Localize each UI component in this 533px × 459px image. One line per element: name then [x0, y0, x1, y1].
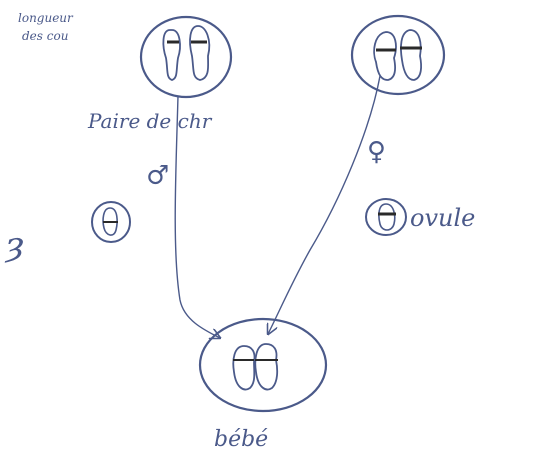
- male-symbol: ♂: [146, 161, 169, 191]
- baby-chromosome-2: [255, 344, 278, 389]
- sperm-chromosome: [103, 208, 118, 235]
- corner-note-line2: des cou: [22, 29, 68, 43]
- father-chromosome-1: [163, 30, 180, 80]
- left-margin-mark: ȝ: [4, 225, 24, 265]
- maternal-arrow: [268, 76, 380, 334]
- female-symbol: ♀: [367, 137, 386, 167]
- ovule-label: ovule: [410, 204, 475, 232]
- baby-chromosome-1: [233, 346, 255, 389]
- sperm-cell: [92, 202, 130, 242]
- mother-chromosome-2: [400, 30, 422, 80]
- corner-note-line1: longueur: [18, 11, 74, 25]
- mother-chromosome-1: [374, 32, 396, 80]
- father-cell: [141, 17, 231, 97]
- pair-note: Paire de chr: [87, 109, 213, 133]
- baby-cell: [200, 319, 326, 411]
- egg-cell: [366, 199, 406, 235]
- father-chromosome-2: [190, 26, 209, 80]
- baby-label: bébé: [214, 427, 268, 452]
- mother-cell: [352, 16, 444, 94]
- egg-chromosome: [378, 204, 396, 230]
